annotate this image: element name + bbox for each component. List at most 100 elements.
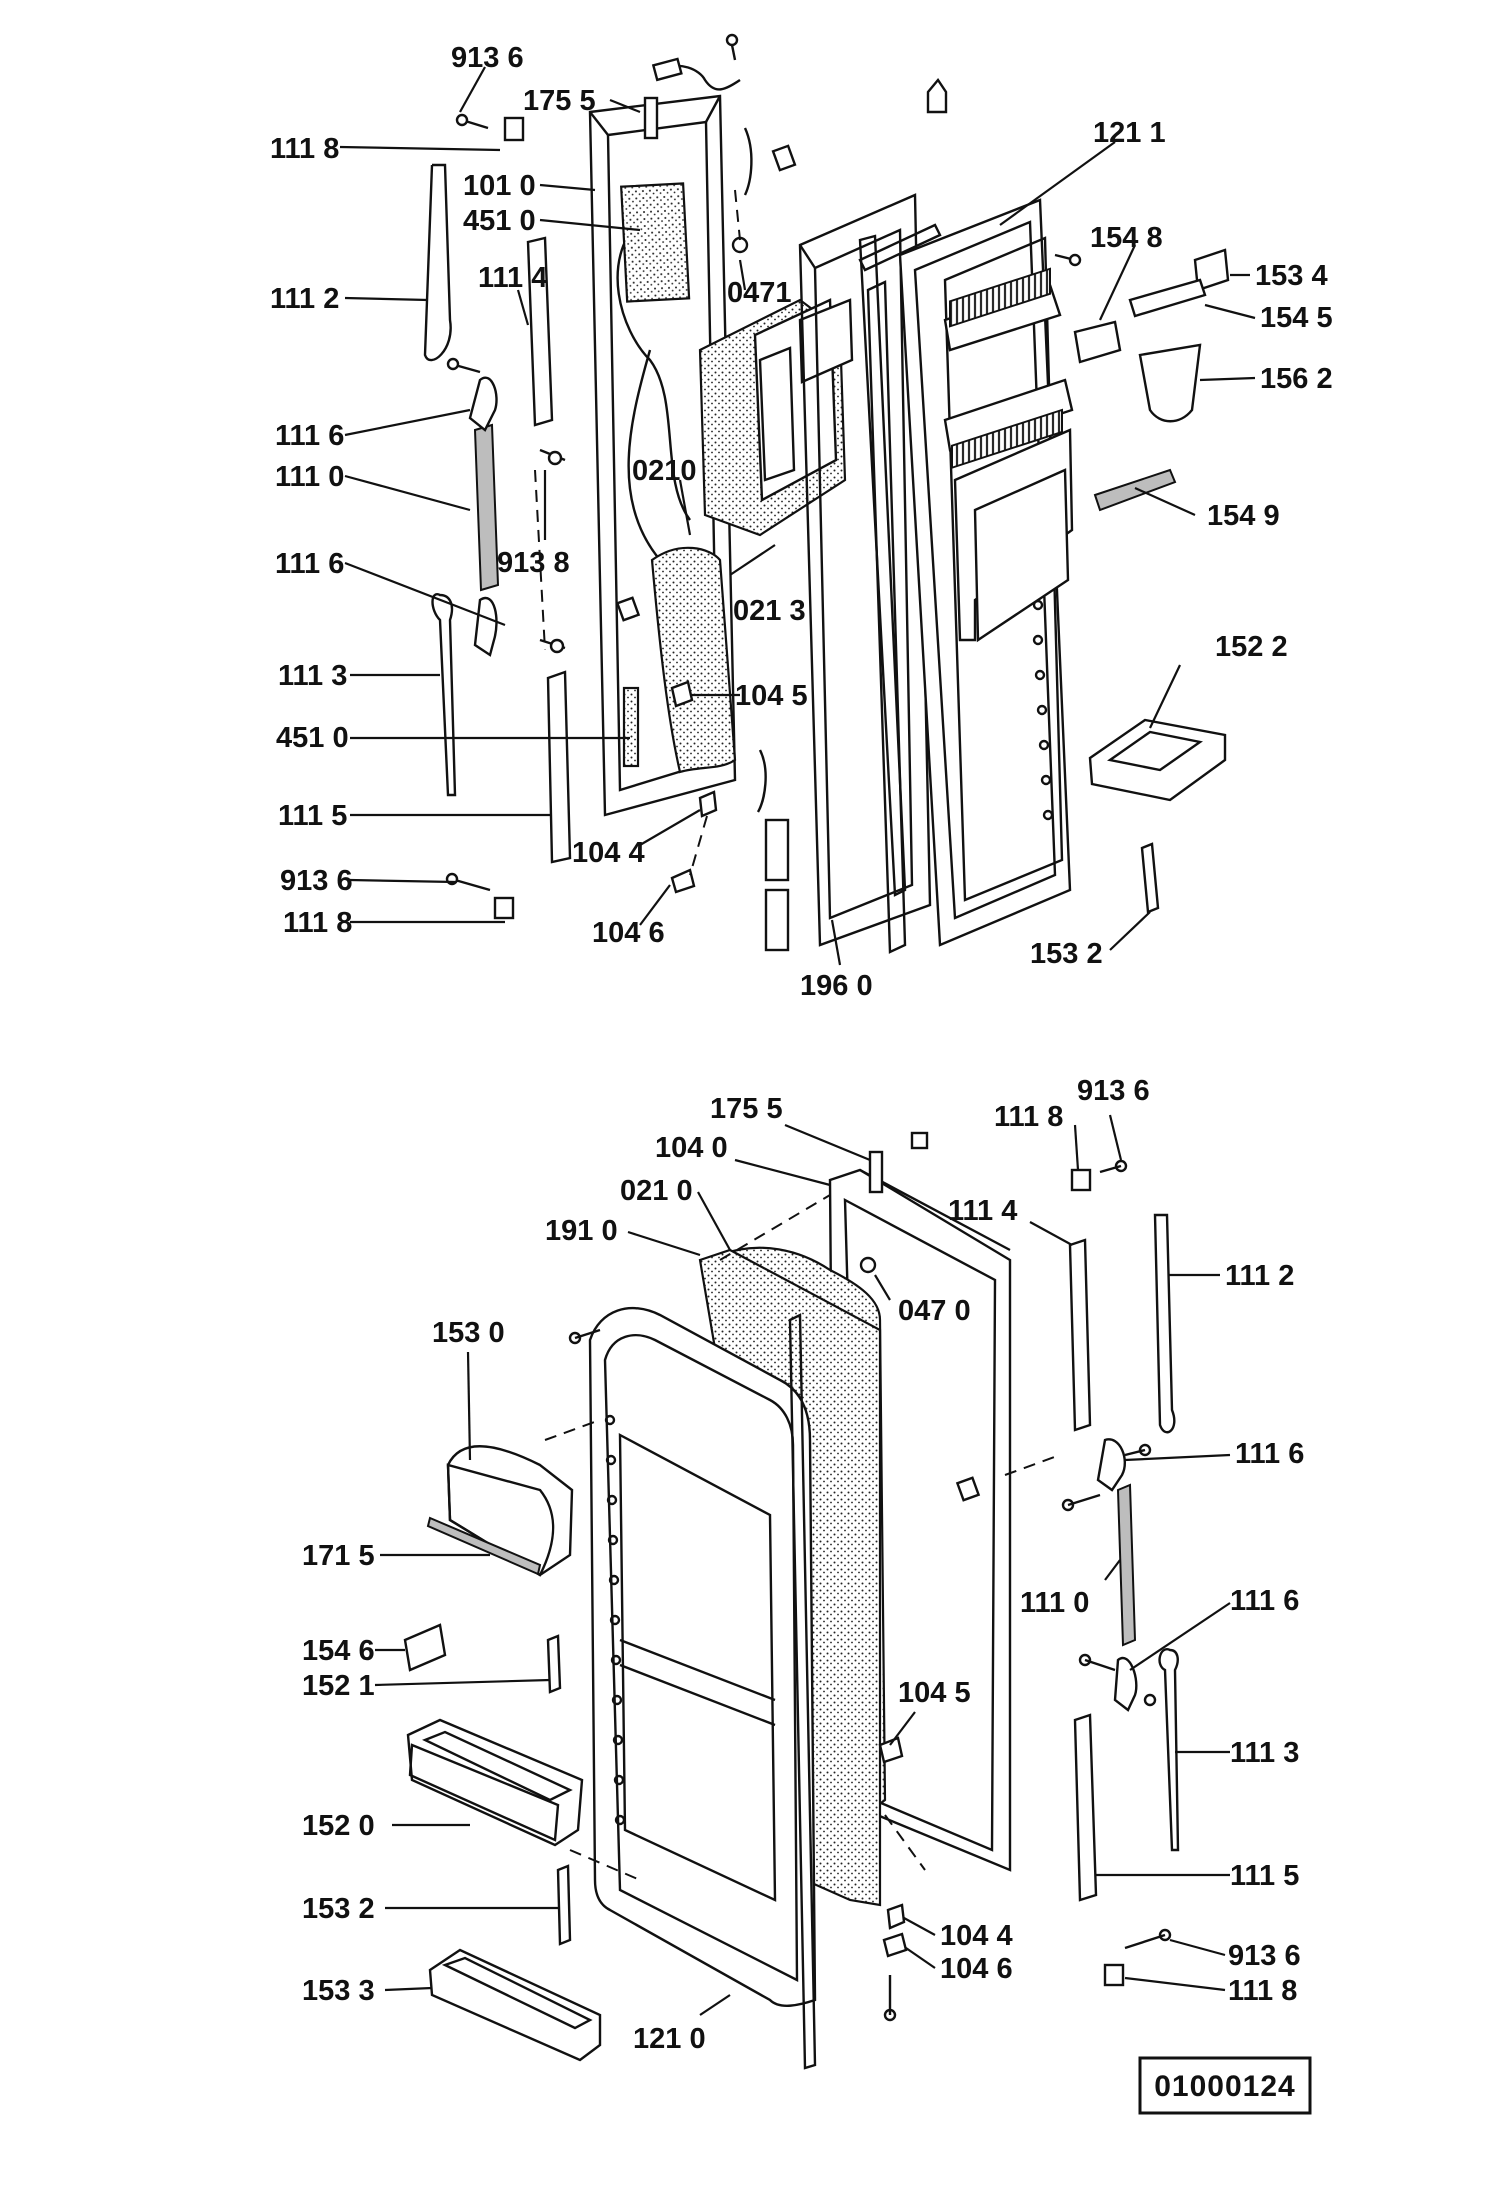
screw-set-top [445, 33, 1082, 920]
trim-strip-1114-b [1068, 1238, 1092, 1432]
label-b-111-0: 111 0 [1020, 1587, 1089, 1619]
trim-rod-upper [423, 163, 452, 362]
trim-rod-1113-b [1158, 1648, 1180, 1852]
clip-1044 [698, 790, 718, 818]
liner-holes [1032, 599, 1054, 821]
dispenser-grille [943, 267, 1074, 643]
label-196-0: 196 0 [800, 970, 873, 1002]
label-111-8b: 111 8 [283, 907, 352, 939]
liner-holes-bottom [604, 1414, 626, 1826]
trim-strip-upper [526, 236, 554, 427]
label-0210: 0210 [632, 455, 697, 487]
label-b-104-6: 104 6 [940, 1953, 1013, 1985]
door-bin-1520 [406, 1718, 584, 1847]
label-b-153-3: 153 3 [302, 1975, 375, 2007]
label-b-153-0: 153 0 [432, 1317, 505, 1349]
clip-1045 [670, 680, 694, 708]
insulation-foam [650, 546, 737, 774]
label-104-5: 104 5 [735, 680, 808, 712]
hinge-bracket-upper [468, 376, 498, 432]
foil-heater-lower [622, 686, 640, 768]
label-b-104-5: 104 5 [898, 1677, 971, 1709]
hinge-1116-b [1113, 1656, 1138, 1712]
screw-set-bottom [568, 1159, 1172, 2022]
door-bin-1533 [428, 1948, 602, 2062]
label-913-8: 913 8 [497, 547, 570, 579]
label-b-111-8a: 111 8 [994, 1101, 1063, 1133]
label-b-047-0: 047 0 [898, 1295, 971, 1327]
fill-tube [743, 127, 753, 196]
bracket-1532-bottom [556, 1864, 572, 1946]
label-b-121-0: 121 0 [633, 2023, 706, 2055]
label-b-111-3: 111 3 [1230, 1737, 1299, 1769]
label-101-0: 101 0 [463, 170, 536, 202]
label-152-2: 152 2 [1215, 631, 1288, 663]
label-b-153-2: 153 2 [302, 1893, 375, 1925]
edge-strip-bottom [788, 1313, 817, 2070]
label-451-0b: 451 0 [276, 722, 349, 754]
bracket-1532 [1140, 842, 1160, 914]
small-square [910, 1131, 929, 1150]
label-913-6: 913 6 [451, 42, 524, 74]
label-111-8: 111 8 [270, 133, 339, 165]
rail-1549 [1093, 468, 1177, 512]
labels-bottom: 175 5 111 8 913 6 104 0 021 0 111 4 191 … [302, 1075, 1304, 2055]
flap-1548 [1073, 320, 1122, 364]
label-b-111-4: 111 4 [948, 1195, 1017, 1227]
spacer-block-upper [764, 818, 790, 882]
drawing-code-box: 01000124 [1138, 2056, 1312, 2115]
freezer-door-assembly: 913 6 175 5 111 8 121 1 101 0 451 0 154 … [270, 33, 1333, 1002]
clip-1546 [403, 1623, 447, 1672]
label-b-111-6a: 111 6 [1235, 1438, 1304, 1470]
hinge-pin-rod-bottom [868, 1150, 884, 1194]
label-b-104-4: 104 4 [940, 1920, 1013, 1952]
hinge-1116-a [1096, 1438, 1127, 1492]
label-175-5: 175 5 [523, 85, 596, 117]
label-156-2: 156 2 [1260, 363, 1333, 395]
leader-lines-top [339, 66, 1256, 966]
label-111-6b: 111 6 [275, 548, 344, 580]
spacer-block-lower [764, 888, 790, 952]
drawing-code: 01000124 [1154, 2070, 1295, 2103]
label-b-171-5: 171 5 [302, 1540, 375, 1572]
label-b-104-0: 104 0 [655, 1132, 728, 1164]
label-b-152-0: 152 0 [302, 1810, 375, 1842]
seal-1110-b [1116, 1483, 1137, 1647]
label-b-191-0: 191 0 [545, 1215, 618, 1247]
label-b-111-2: 111 2 [1225, 1260, 1294, 1292]
seal-strip-left [473, 423, 500, 592]
leader-lines-bottom [374, 1114, 1231, 2016]
label-0471: 0471 [727, 277, 792, 309]
drip-tray-1522 [1088, 718, 1227, 802]
label-b-111-6b: 111 6 [1230, 1585, 1299, 1617]
top-cap [858, 223, 942, 272]
clip-plate [615, 596, 641, 622]
clip-plate-bottom [955, 1476, 981, 1502]
drain-tube [756, 749, 767, 813]
clip-1044-b [886, 1903, 906, 1930]
label-121-1: 121 1 [1093, 117, 1166, 149]
label-b-152-1: 152 1 [302, 1670, 375, 1702]
door-bin-1530 [426, 1445, 574, 1577]
label-154-5: 154 5 [1260, 302, 1333, 334]
label-913-6b: 913 6 [280, 865, 353, 897]
trim-strip-lower [546, 670, 572, 864]
trim-strip-1115-b [1073, 1713, 1098, 1902]
label-021-3: 021 3 [733, 595, 806, 627]
label-154-9: 154 9 [1207, 500, 1280, 532]
door-gasket [866, 280, 907, 954]
label-b-175-5: 175 5 [710, 1093, 783, 1125]
clip-1046-b [882, 1932, 908, 1958]
label-111-2: 111 2 [270, 283, 339, 315]
clip-1046 [670, 868, 696, 894]
label-451-0: 451 0 [463, 205, 536, 237]
labels-top: 913 6 175 5 111 8 121 1 101 0 451 0 154 … [270, 42, 1333, 1002]
label-111-0: 111 0 [275, 461, 344, 493]
label-153-4: 153 4 [1255, 260, 1328, 292]
small-bracket [771, 144, 797, 172]
label-b-913-6b: 913 6 [1228, 1940, 1301, 1972]
label-111-3: 111 3 [278, 660, 347, 692]
hinge-pin-rod [643, 96, 659, 140]
label-111-5: 111 5 [278, 800, 347, 832]
